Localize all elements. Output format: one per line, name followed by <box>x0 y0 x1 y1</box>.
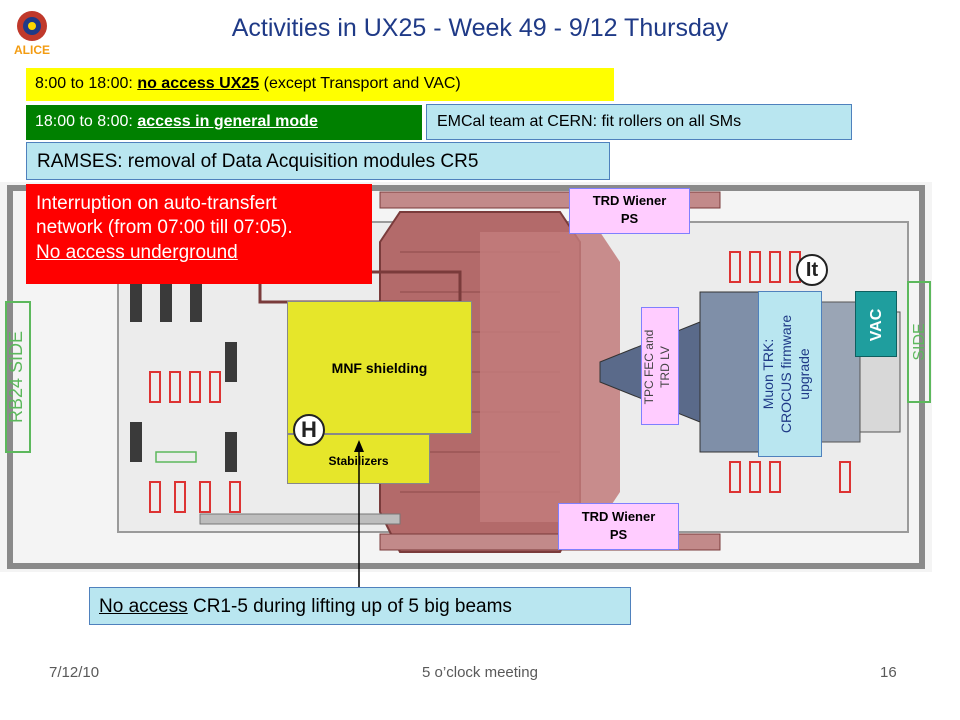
muon-line3: upgrade <box>796 348 813 400</box>
crane-h-text: H <box>301 417 317 442</box>
ramses-notice: RAMSES: removal of Data Acquisition modu… <box>26 142 610 180</box>
vac-label: VAC <box>868 308 885 342</box>
vac-zone: VAC <box>855 291 897 357</box>
interruption-line-1: Interruption on auto-transfert <box>36 193 277 214</box>
tpc-fec-zone: TPC FEC and TRD LV <box>641 307 679 425</box>
muon-line1: Muon TRK: <box>760 338 776 410</box>
muon-line2: CROCUS firmware <box>778 314 795 434</box>
crane-h-icon: H <box>293 414 325 446</box>
mnf-shielding-zone: MNF shielding <box>287 301 472 434</box>
no-access-prefix: No access <box>99 596 188 617</box>
trd-wiener-top: TRD Wiener PS <box>569 188 690 234</box>
crane-it-text: It <box>805 259 819 281</box>
tpc-line2: TRD LV <box>657 346 672 388</box>
footer-page-number: 16 <box>880 664 897 681</box>
mnf-label: MNF shielding <box>331 360 428 376</box>
tpc-line1: TPC FEC and <box>642 329 656 405</box>
slide-title: Activities in UX25 - Week 49 - 9/12 Thur… <box>231 14 729 42</box>
trd-bottom-line2: PS <box>609 527 628 543</box>
interruption-notice: Interruption on auto-transfert network (… <box>26 184 372 284</box>
trd-wiener-bottom: TRD Wiener PS <box>558 503 679 550</box>
night-rule: access in general mode <box>137 113 318 130</box>
emcal-notice: EMCal team at CERN: fit rollers on all S… <box>426 104 852 140</box>
day-time: 8:00 to 18:00: <box>35 75 133 92</box>
crane-it-icon: It <box>796 254 828 286</box>
footer-date: 7/12/10 <box>49 664 100 681</box>
alice-logo: ALICE <box>6 6 58 58</box>
day-note: (except Transport and VAC) <box>263 75 461 92</box>
night-time: 18:00 to 8:00: <box>35 113 133 130</box>
access-arrow-icon <box>354 440 364 588</box>
muon-trk-zone: Muon TRK: CROCUS firmware upgrade <box>758 291 822 457</box>
interruption-line-3: No access underground <box>36 241 238 263</box>
trd-top-line1: TRD Wiener <box>592 193 667 208</box>
day-access-notice: 8:00 to 18:00: no access UX25 (except Tr… <box>26 68 614 101</box>
rb24-side-label: RB24 SIDE <box>6 331 26 423</box>
day-rule: no access UX25 <box>137 75 260 92</box>
trd-bottom-line1: TRD Wiener <box>581 509 656 524</box>
no-access-rest: CR1-5 during lifting up of 5 big beams <box>187 596 512 617</box>
rb26-side-label: SIDE <box>911 323 928 360</box>
trd-top-line2: PS <box>620 211 639 227</box>
logo-text: ALICE <box>14 43 50 57</box>
interruption-line-2: network (from 07:00 till 07:05). <box>36 217 293 239</box>
footer-meeting: 5 o’clock meeting <box>422 664 538 681</box>
night-access-notice: 18:00 to 8:00: access in general mode <box>26 105 422 140</box>
no-access-cr-notice: No access CR1-5 during lifting up of 5 b… <box>89 587 631 625</box>
